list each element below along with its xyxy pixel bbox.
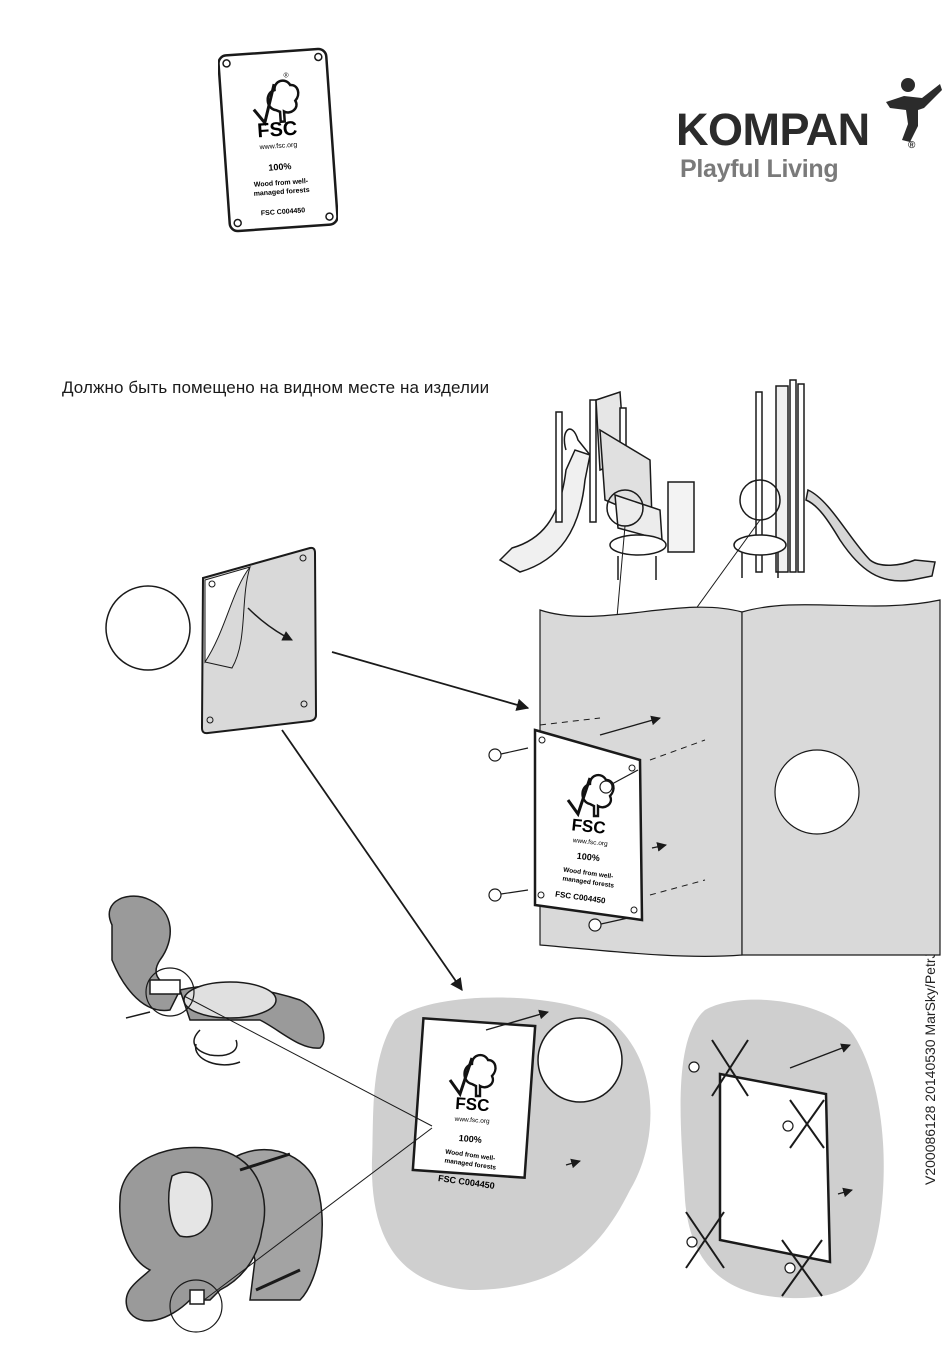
label-peel-backing [200,546,318,735]
label-unscrewed [718,1072,832,1264]
kompan-figure-icon [886,78,942,142]
elephant-rocker-toy [119,1146,323,1333]
fsc-license: FSC C004450 [261,207,306,217]
arrow-to-post [331,651,530,711]
svg-text:FSC: FSC [571,815,607,837]
kompan-tagline: Playful Living [680,155,839,183]
play-structure-slide-left [498,390,695,580]
fsc-label-top: ® FSC www.fsc.org 100% Wood from well- m… [218,47,338,233]
fsc-url: www.fsc.org [258,142,297,152]
panel-hole [774,749,860,835]
play-structure-slide-right [733,379,936,582]
step-circle-peel [105,585,191,671]
svg-text:FSC: FSC [455,1094,490,1115]
fsc-line1: Wood from well- [254,178,309,189]
fsc-tree-check-icon [566,773,615,818]
svg-text:100%: 100% [458,1133,482,1145]
screw-icon [488,747,639,932]
screw-icon [686,1061,796,1274]
svg-text:100%: 100% [576,851,600,863]
placement-caption: Должно быть помещено на видном месте на … [62,378,490,397]
cross-out-icon [685,1039,825,1297]
fsc-percent: 100% [268,161,292,173]
arrow-to-blob [281,729,463,992]
step-circle-blob [537,1017,623,1103]
fsc-brand: FSC [257,118,298,143]
fsc-line2: managed forests [253,187,309,198]
spring-rocker-toy [108,895,325,1066]
kompan-logo-text: KOMPAN [676,104,870,155]
kompan-registered-mark: ® [908,140,916,151]
fsc-label-mounted: FSC www.fsc.org 100% Wood from well- man… [533,728,644,922]
peel-arrow-icon [247,607,293,641]
fsc-label-correct: FSC www.fsc.org 100% Wood from well- man… [411,1016,537,1191]
svg-text:www.fsc.org: www.fsc.org [571,837,608,848]
fsc-tree-check-icon [448,1053,497,1098]
fsc-registered-mark: ® [283,71,290,79]
fsc-tree-check-icon [252,79,300,127]
svg-text:www.fsc.org: www.fsc.org [453,1116,490,1126]
